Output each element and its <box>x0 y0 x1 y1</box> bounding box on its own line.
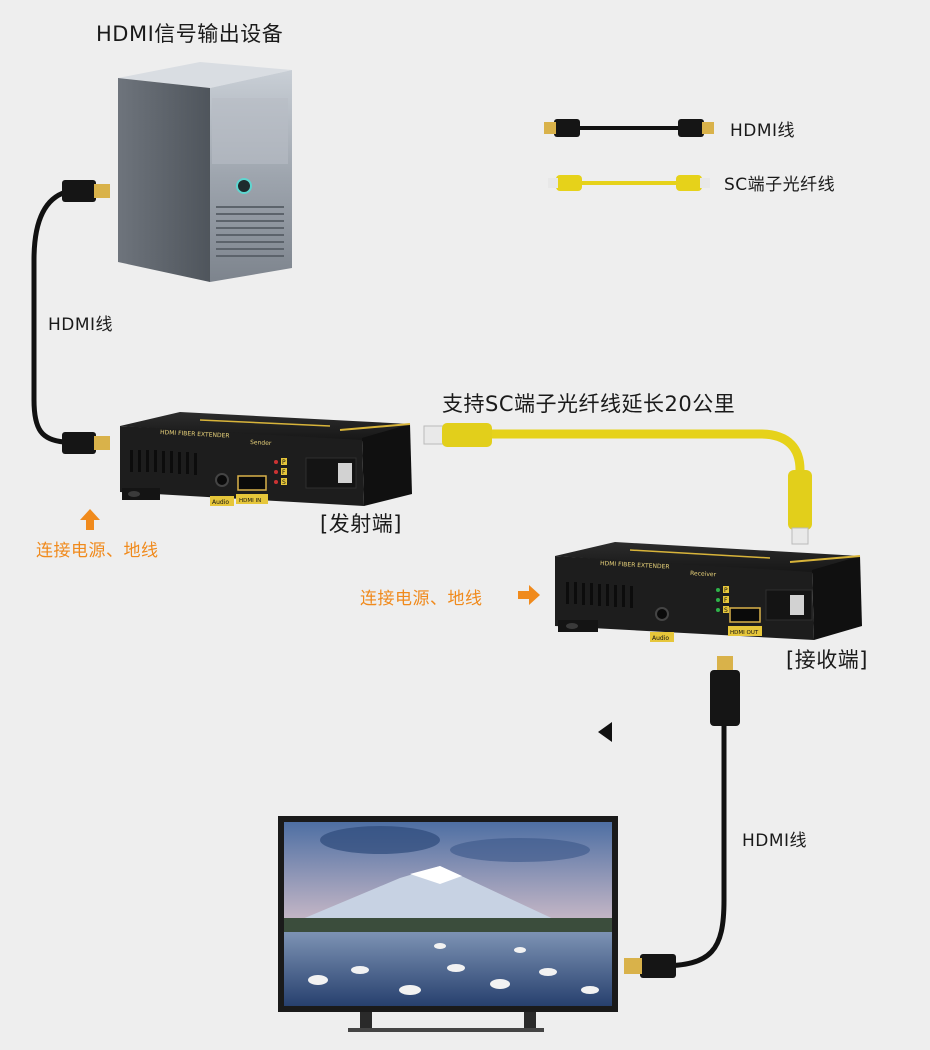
transmitter-panel-title: HDMI FIBER EXTENDER <box>160 429 230 440</box>
legend-hdmi-label: HDMI线 <box>730 121 796 141</box>
right-hdmi-cable-label: HDMI线 <box>742 831 808 851</box>
transmitter-led-p: P <box>282 459 286 466</box>
receiver-hdmi-label: HDMI OUT <box>730 630 759 636</box>
transmitter-device <box>120 412 412 506</box>
receiver-led-f: F <box>724 597 728 604</box>
receiver-panel-title: HDMI FIBER EXTENDER <box>600 560 670 571</box>
receiver-label: [接收端] <box>786 648 868 672</box>
legend-fiber-cable-icon <box>548 175 710 191</box>
transmitter-label: [发射端] <box>320 512 402 536</box>
tv-display-icon <box>278 816 618 1032</box>
receiver-led-p: P <box>724 587 728 594</box>
fiber-run-label: 支持SC端子光纤线延长20公里 <box>442 392 736 416</box>
transmitter-hdmi-label: HDMI IN <box>239 498 261 504</box>
power-right-arrow-icon <box>518 585 540 605</box>
right-hdmi-cable <box>624 656 740 978</box>
receiver-led-s: S <box>724 607 728 614</box>
transmitter-led-f: F <box>282 469 286 476</box>
transmitter-power-note: 连接电源、地线 <box>36 541 159 561</box>
left-hdmi-cable-label: HDMI线 <box>48 315 114 335</box>
legend-fiber-label: SC端子光纤线 <box>724 175 836 195</box>
transmitter-panel-sub: Sender <box>250 439 272 447</box>
receiver-audio-label: Audio <box>652 635 669 642</box>
fiber-cable <box>423 423 812 545</box>
back-arrow-icon <box>598 722 612 742</box>
legend-hdmi-cable-icon <box>544 119 714 137</box>
left-hdmi-cable <box>31 180 110 454</box>
transmitter-led-s: S <box>282 479 286 486</box>
receiver-power-note: 连接电源、地线 <box>360 589 483 609</box>
pc-tower-icon <box>118 62 292 282</box>
source-device-title: HDMI信号输出设备 <box>96 22 284 46</box>
power-up-arrow-icon <box>80 509 100 530</box>
transmitter-audio-label: Audio <box>212 499 229 506</box>
receiver-panel-sub: Receiver <box>690 570 717 578</box>
receiver-device <box>555 542 862 642</box>
